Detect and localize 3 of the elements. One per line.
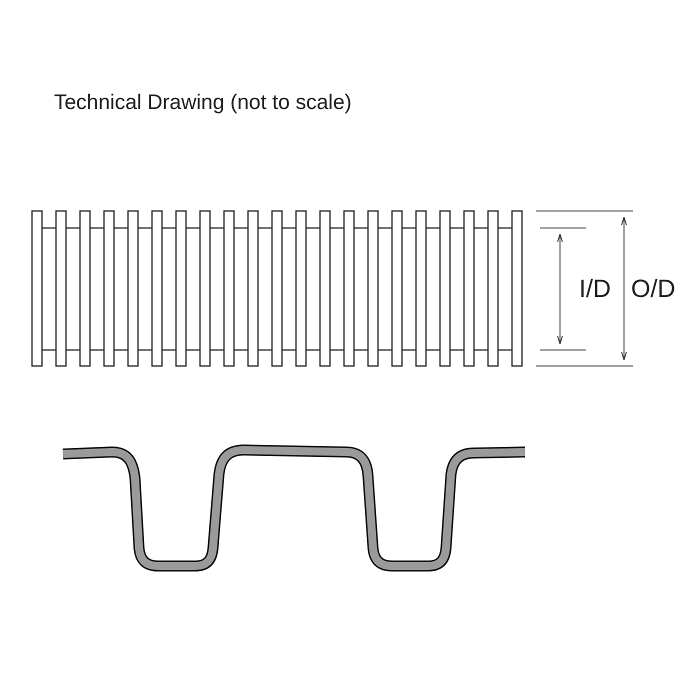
dimension-label: O/D <box>631 277 676 302</box>
drawing-title: Technical Drawing (not to scale) <box>54 92 352 113</box>
dimension-label: I/D <box>579 277 611 302</box>
